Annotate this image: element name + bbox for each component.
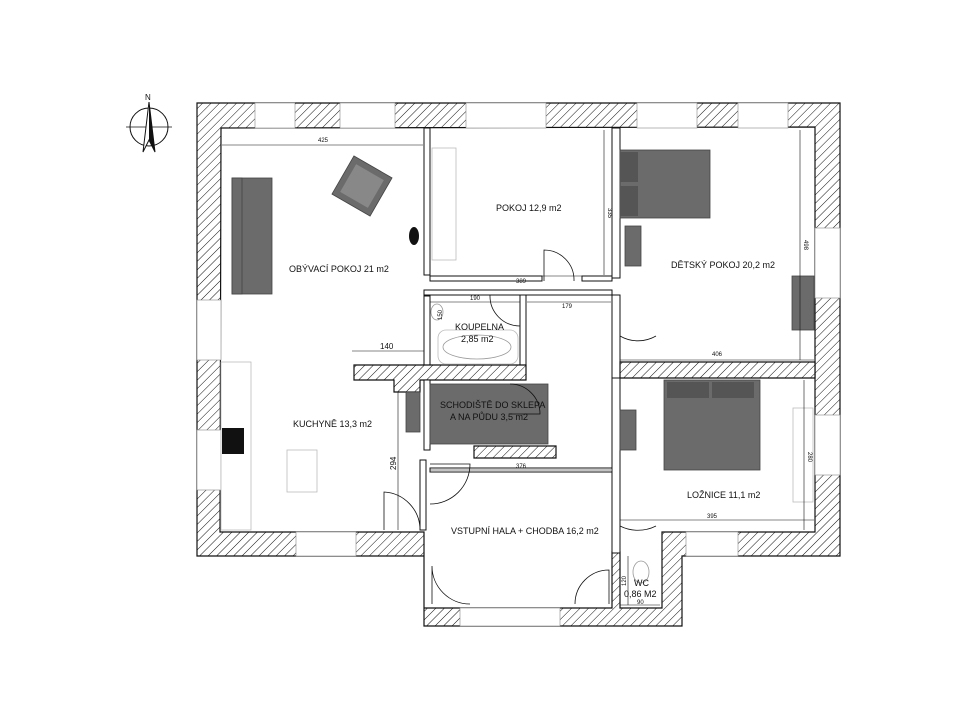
- bedside-table-icon: [619, 409, 637, 451]
- room-label-bath-1: KOUPELNA: [455, 322, 504, 332]
- door-wc-icon: [574, 569, 610, 605]
- room-label-bath-2: 2,85 m2: [461, 334, 494, 344]
- dim-wc-width: 90: [637, 600, 644, 606]
- compass-label: N: [145, 93, 151, 102]
- door-hall-icon: [429, 463, 471, 505]
- desk-icon: [791, 275, 815, 331]
- dimension-lines: [222, 130, 814, 606]
- windows: [196, 102, 841, 627]
- door-kitchen-icon: [383, 491, 421, 531]
- dim-kitchen-partition: 140: [380, 342, 394, 351]
- dim-bath-width: 190: [470, 296, 481, 302]
- furniture: [220, 147, 815, 584]
- door-bath-icon: [489, 294, 521, 327]
- doors: [383, 249, 657, 605]
- armchair-icon: [331, 155, 393, 217]
- dim-kitchen-height: 294: [389, 456, 398, 470]
- dim-bedroom-width: 395: [707, 514, 718, 520]
- dim-wc-height: 120: [622, 575, 628, 586]
- door-entry-icon: [431, 565, 471, 605]
- room-label-wc-1: WC: [634, 578, 649, 588]
- door-bedroom-icon: [619, 486, 657, 531]
- dim-living-width: 425: [318, 138, 329, 144]
- wardrobe-icon: [431, 147, 457, 261]
- door-stairs-icon: [509, 383, 541, 415]
- door-kids-icon: [619, 300, 657, 342]
- table-icon: [286, 449, 318, 493]
- room-label-kitchen: KUCHYNĚ 13,3 m2: [293, 419, 372, 429]
- dim-corridor-width: 179: [562, 304, 573, 310]
- dim-room-width: 389: [516, 279, 527, 285]
- toilet-icon: [632, 560, 650, 584]
- room-label-stairs-2: A NA PŮDU 3,5 m2: [450, 411, 528, 422]
- room-label-bedroom: LOŽNICE 11,1 m2: [687, 490, 760, 500]
- north-arrow-icon: N: [126, 93, 172, 153]
- closet-icon: [792, 407, 814, 503]
- sink-icon: [430, 303, 444, 321]
- dim-kids-height: 498: [802, 240, 808, 251]
- room-label-wc-2: 0,86 M2: [624, 589, 657, 599]
- lamp-icon: [409, 227, 419, 245]
- stove-icon: [222, 428, 244, 454]
- dim-hall-width: 376: [516, 464, 527, 470]
- dim-room-height: 335: [606, 208, 612, 219]
- door-pokoj-icon: [543, 249, 575, 282]
- room-label-kids: DĚTSKÝ POKOJ 20,2 m2: [671, 260, 775, 270]
- dim-kids-width: 406: [712, 352, 723, 358]
- room-label-living: OBÝVACÍ POKOJ 21 m2: [289, 264, 389, 274]
- nightstand-icon: [624, 225, 642, 267]
- dim-bedroom-height: 280: [806, 452, 812, 463]
- room-label-stairs-1: SCHODIŠTĚ DO SKLEPA: [440, 400, 545, 410]
- room-label-pokoj: POKOJ 12,9 m2: [496, 203, 562, 213]
- dim-bath-height: 150: [438, 309, 444, 320]
- cabinet-icon: [405, 391, 421, 433]
- room-label-hall: VSTUPNÍ HALA + CHODBA 16,2 m2: [451, 526, 599, 536]
